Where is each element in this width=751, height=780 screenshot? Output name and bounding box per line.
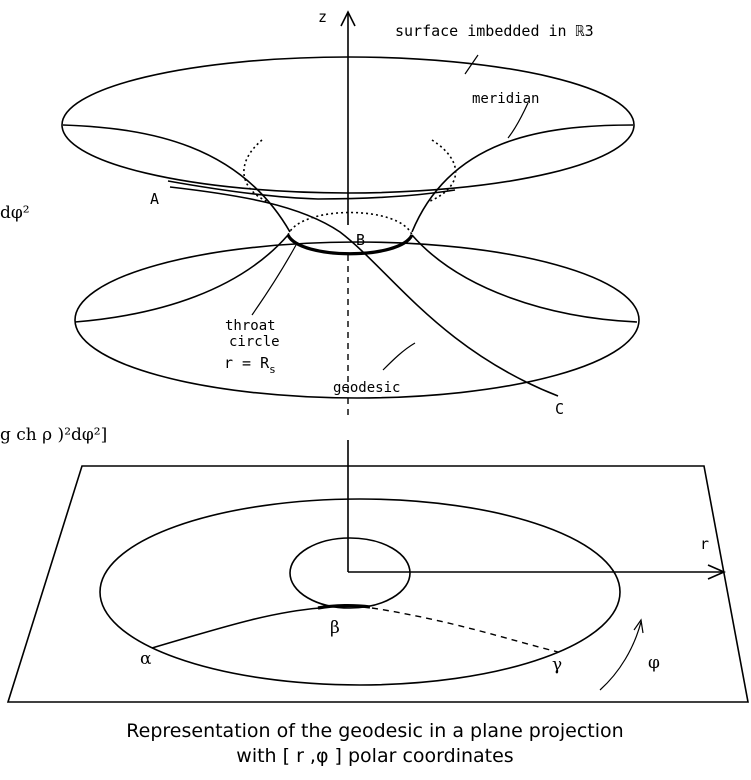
lower-right-meridian	[411, 234, 638, 323]
r-axis-arrowhead	[707, 564, 726, 580]
surface-pointer	[464, 54, 479, 75]
formula-fragment-1: dφ²	[0, 203, 30, 223]
upper-left-meridian	[62, 124, 291, 233]
meridian-label: meridian	[472, 91, 539, 107]
phi-arrowhead	[633, 618, 644, 634]
throat-label-line1: throat	[225, 318, 276, 334]
throat-circle-back	[287, 211, 413, 236]
projection-throat-circle	[289, 537, 411, 609]
projected-geodesic-solid	[151, 607, 321, 649]
caption-line-2: with [ r ,φ ] polar coordinates	[236, 745, 513, 767]
point-b-label: B	[356, 231, 365, 249]
throat-equation: r = Rs	[224, 354, 276, 376]
upper-right-meridian	[411, 124, 634, 233]
lower-rim-ellipse	[74, 241, 640, 399]
geodesic-label: geodesic	[333, 380, 400, 396]
projected-geodesic-dashed	[371, 607, 559, 653]
throat-equation-sub: s	[269, 363, 276, 376]
projection-outer-circle	[99, 498, 621, 686]
point-c-label: C	[555, 400, 564, 418]
throat-circle-front	[286, 234, 414, 256]
caption-line-1: Representation of the geodesic in a plan…	[126, 720, 623, 742]
throat-equation-main: r = R	[224, 354, 270, 372]
point-a-label: A	[150, 190, 159, 208]
phi-arrow	[599, 621, 642, 691]
throat-label-line2: circle	[229, 334, 280, 350]
formula-fragment-2: g ch ρ )²dφ²]	[0, 425, 107, 445]
z-axis-arrowhead	[340, 10, 356, 27]
surface-label: surface imbedded in ℝ3	[395, 22, 594, 40]
meridian-pointer	[507, 102, 529, 139]
z-axis-label: z	[318, 8, 327, 26]
projected-geodesic-bold	[317, 604, 371, 610]
phi-label: φ	[648, 653, 660, 673]
geodesic-pointer	[382, 342, 416, 371]
point-alpha-label: α	[140, 649, 152, 669]
projection-plane	[6, 465, 749, 703]
geodesic-curve	[169, 186, 559, 397]
lower-left-meridian	[74, 234, 289, 323]
throat-pointer	[251, 244, 297, 316]
point-beta-label: β	[330, 618, 340, 638]
upper-funnel-front	[167, 180, 456, 200]
upper-hidden-right-arc	[427, 139, 457, 203]
point-gamma-label: γ	[552, 655, 562, 675]
r-axis-label: r	[700, 535, 709, 553]
